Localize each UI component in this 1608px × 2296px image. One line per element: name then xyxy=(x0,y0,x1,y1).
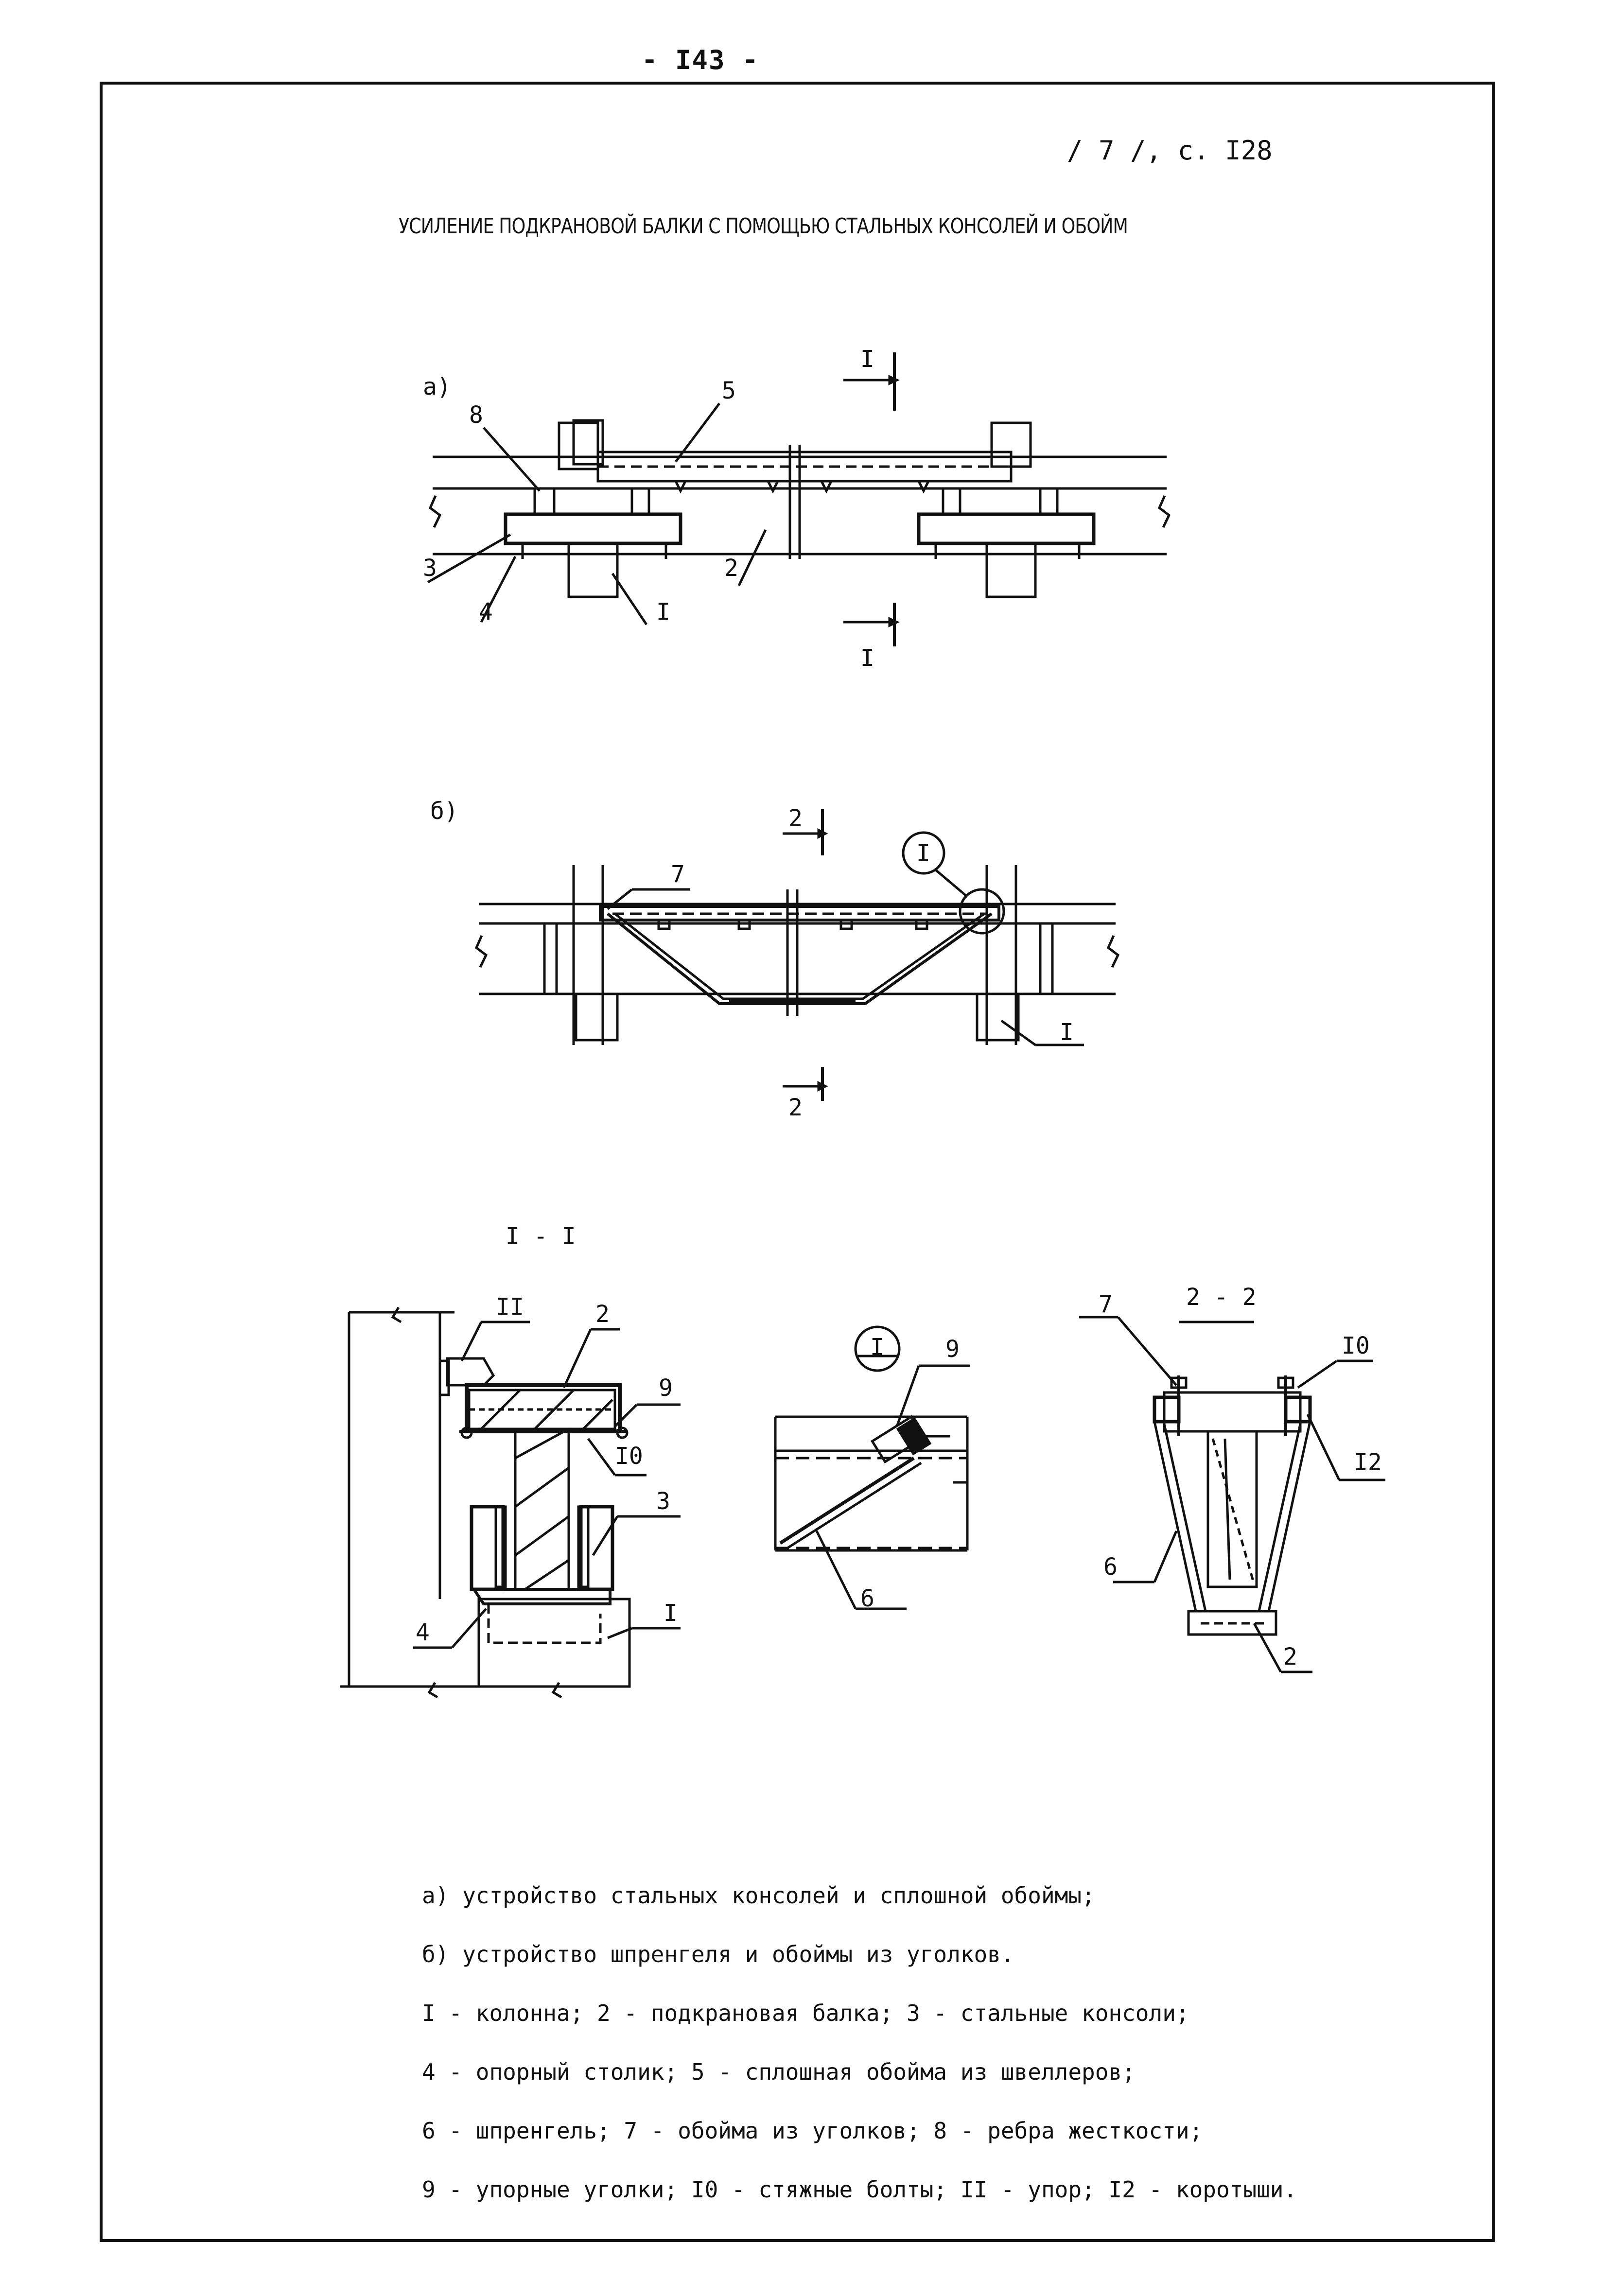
detail-mark: I xyxy=(916,840,930,867)
detail-1-mark: I xyxy=(870,1334,884,1361)
callout-3: 3 xyxy=(656,1488,670,1515)
callout-1-column: I xyxy=(1060,1019,1074,1046)
callout-2: 2 xyxy=(1283,1643,1297,1670)
figure-b-label: б) xyxy=(430,798,458,825)
callout-6: 6 xyxy=(1103,1553,1118,1581)
callout-7: 7 xyxy=(671,861,685,888)
section-mark-top: I xyxy=(860,346,874,373)
section-2-2: 2 - 2 7 I0 I2 6 xyxy=(1079,1284,1385,1673)
legend-line: I - колонна; 2 - подкрановая балка; 3 - … xyxy=(422,2000,1189,2026)
callout-5: 5 xyxy=(722,377,736,404)
callout-4: 4 xyxy=(416,1619,430,1646)
callout-2: 2 xyxy=(724,555,738,582)
callout-6: 6 xyxy=(860,1585,874,1612)
callout-12: I2 xyxy=(1354,1449,1382,1476)
page-number: - I43 - xyxy=(642,45,759,75)
legend-line: 9 - упорные уголки; I0 - стяжные болты; … xyxy=(422,2176,1297,2203)
section-2-mark-top: 2 xyxy=(788,805,803,832)
callout-2: 2 xyxy=(595,1301,610,1328)
figure-b-elevation: б) 2 xyxy=(430,798,1120,1121)
section-1-label: I - I xyxy=(506,1223,576,1250)
legend-line: а) устройство стальных консолей и сплошн… xyxy=(422,1882,1095,1909)
legend-line: 4 - опорный столик; 5 - сплошная обойма … xyxy=(422,2059,1136,2085)
callout-3: 3 xyxy=(423,555,437,582)
figure-a-elevation: а) xyxy=(423,346,1171,672)
callout-1-column: I xyxy=(656,598,670,626)
callout-10: I0 xyxy=(1342,1332,1370,1359)
drawing-frame xyxy=(100,82,1495,2242)
detail-1: I 9 6 xyxy=(774,1325,970,1612)
drawing-title: УСИЛЕНИЕ ПОДКРАНОВОЙ БАЛКИ С ПОМОЩЬЮ СТА… xyxy=(399,214,1128,239)
legend-line: 6 - шпренгель; 7 - обойма из уголков; 8 … xyxy=(422,2118,1203,2144)
legend: а) устройство стальных консолей и сплошн… xyxy=(422,1866,1297,2219)
section-1-1: I - I xyxy=(340,1223,681,1699)
section-2-label: 2 - 2 xyxy=(1186,1284,1257,1311)
source-reference: / 7 /, с. I28 xyxy=(1067,135,1273,166)
callout-1-column: I xyxy=(664,1600,678,1627)
callout-7: 7 xyxy=(1099,1291,1113,1318)
figure-a-label: а) xyxy=(423,373,451,400)
callout-8: 8 xyxy=(469,401,483,429)
callout-4: 4 xyxy=(479,598,493,626)
section-mark-bottom: I xyxy=(860,644,874,672)
section-2-mark-bottom: 2 xyxy=(788,1094,803,1121)
callout-11: II xyxy=(496,1293,524,1321)
callout-9: 9 xyxy=(945,1336,960,1363)
legend-line: б) устройство шпренгеля и обоймы из угол… xyxy=(422,1941,1014,1967)
callout-10: I0 xyxy=(615,1443,643,1470)
callout-9: 9 xyxy=(659,1374,673,1402)
